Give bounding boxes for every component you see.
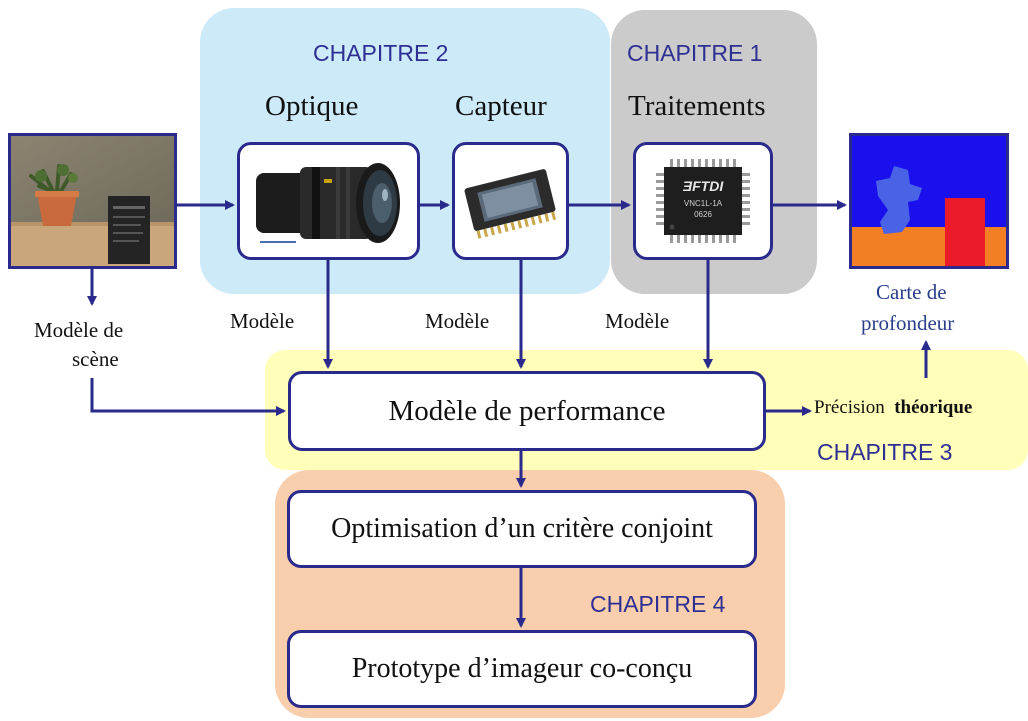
scene-image bbox=[8, 133, 177, 269]
processor-chip-icon: ƎFTDI VNC1L-1A 0626 bbox=[656, 159, 750, 243]
chapter-4-label: CHAPITRE 4 bbox=[590, 591, 726, 617]
precision-label: Précision théorique bbox=[814, 397, 972, 419]
chip-model: VNC1L-1A bbox=[684, 199, 723, 208]
depth-map-image bbox=[849, 133, 1009, 269]
traitements-title: Traitements bbox=[628, 90, 766, 122]
chapter-3-label: CHAPITRE 3 bbox=[817, 439, 953, 465]
chip-code: 0626 bbox=[694, 210, 712, 219]
model-label-optique: Modèle bbox=[230, 309, 295, 333]
precision-prefix: Précision bbox=[814, 397, 885, 418]
scene-model-line2: scène bbox=[72, 347, 119, 371]
performance-label: Modèle de performance bbox=[388, 394, 666, 427]
depth-map-line1: Carte de bbox=[876, 280, 947, 304]
chip-brand: ƎFTDI bbox=[683, 178, 725, 194]
capteur-box bbox=[452, 142, 569, 260]
chapter-1-label: CHAPITRE 1 bbox=[627, 40, 763, 66]
arrow-scene-to-performance bbox=[90, 378, 286, 416]
image-sensor-icon bbox=[464, 169, 557, 239]
optique-title: Optique bbox=[265, 90, 359, 122]
prototype-box: Prototype d’imageur co-conçu bbox=[287, 630, 757, 708]
precision-bold: théorique bbox=[894, 397, 973, 418]
model-label-capteur: Modèle bbox=[425, 309, 490, 333]
optimisation-label: Optimisation d’un critère conjoint bbox=[331, 513, 713, 544]
optimisation-box: Optimisation d’un critère conjoint bbox=[287, 490, 757, 568]
optique-box bbox=[237, 142, 420, 260]
scene-model-line1: Modèle de bbox=[34, 318, 124, 342]
camera-lens-icon bbox=[256, 163, 400, 243]
performance-box: Modèle de performance bbox=[288, 371, 766, 451]
capteur-title: Capteur bbox=[455, 90, 547, 122]
chapter-2-label: CHAPITRE 2 bbox=[313, 40, 449, 66]
traitements-box: ƎFTDI VNC1L-1A 0626 bbox=[633, 142, 773, 260]
model-label-traitements: Modèle bbox=[605, 309, 670, 333]
depth-map-line2: profondeur bbox=[861, 311, 955, 335]
prototype-label: Prototype d’imageur co-conçu bbox=[351, 653, 693, 684]
